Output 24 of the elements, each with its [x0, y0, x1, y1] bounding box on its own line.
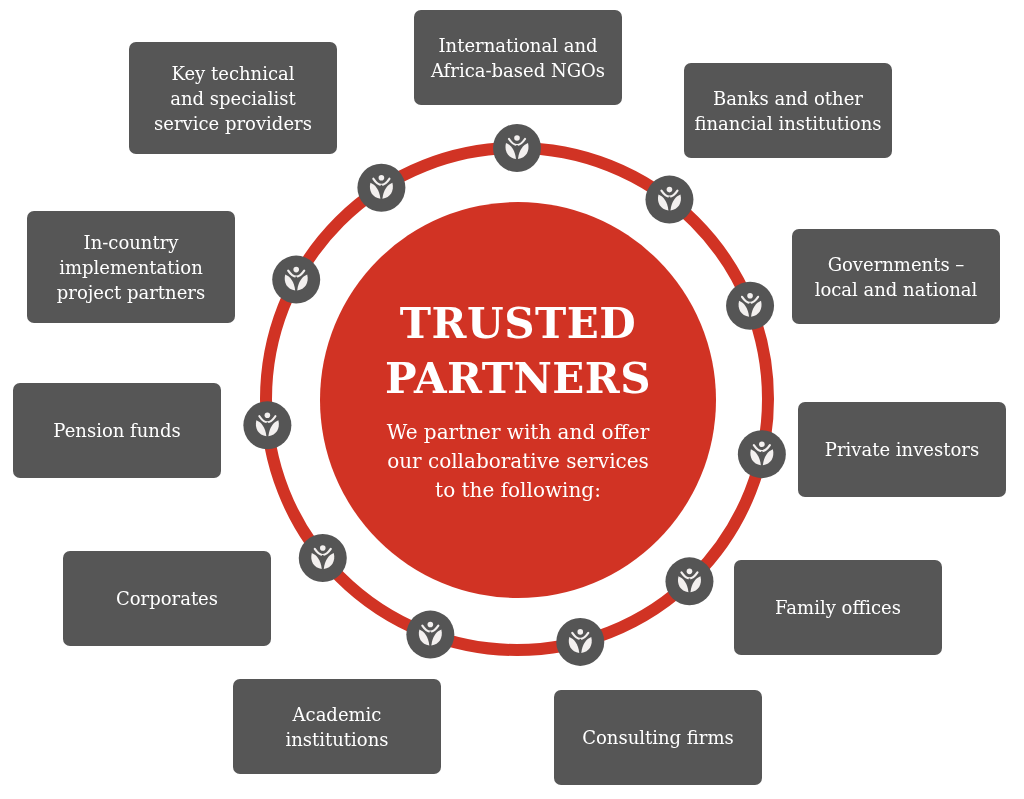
- partner-box: [734, 560, 942, 655]
- description: We partner with and offer our collaborative services to the following:: [385, 418, 651, 504]
- box-label: Banks and other financial institutions: [693, 86, 883, 136]
- box-label: Key technical and specialist service providers: [153, 61, 313, 136]
- box-label: Private investors: [824, 438, 980, 462]
- partner-box: [233, 679, 441, 774]
- partner-box: [13, 383, 221, 478]
- partner-box: [414, 10, 622, 105]
- box-label: Academic institutions: [284, 702, 390, 752]
- partner-box: [27, 211, 235, 323]
- box-label: Governments – local and national: [813, 252, 979, 302]
- heading: TRUSTED PARTNERS: [383, 297, 653, 405]
- box-label: Corporates: [115, 587, 218, 611]
- box-label: In-country implementation project partners: [55, 230, 207, 305]
- box-label: Consulting firms: [582, 726, 734, 750]
- box-label: Family offices: [775, 596, 901, 620]
- partner-box: [798, 402, 1006, 497]
- partner-box: [684, 63, 892, 158]
- partner-box: [63, 551, 271, 646]
- partner-box: [554, 690, 762, 785]
- box-label: International and Africa-based NGOs: [429, 33, 607, 83]
- partner-box: [792, 229, 1000, 324]
- partner-box: [129, 42, 337, 154]
- box-label: Pension funds: [53, 419, 181, 443]
